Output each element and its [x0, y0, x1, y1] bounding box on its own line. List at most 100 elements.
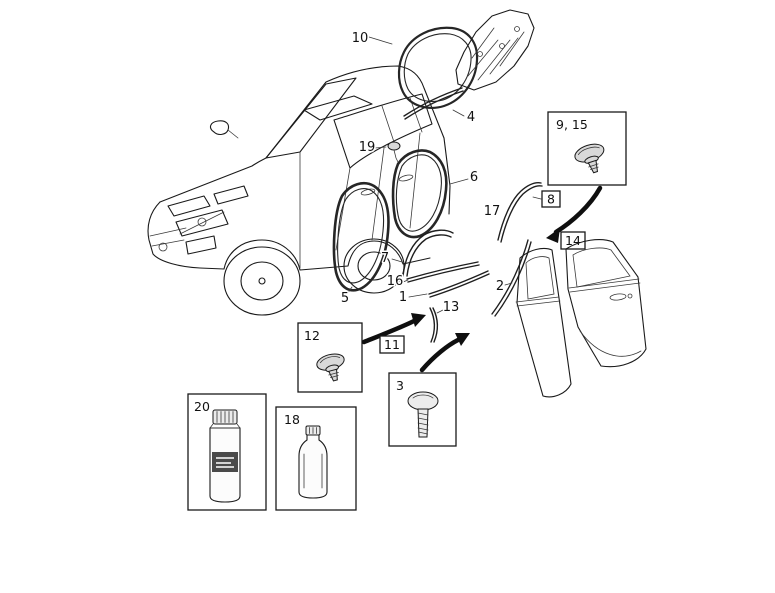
screw-highlight — [412, 394, 434, 399]
arrowhead — [411, 313, 426, 327]
front-wheel-rim — [240, 261, 284, 301]
callout-11: 11 — [379, 335, 405, 354]
rear-wheel-rim — [357, 251, 391, 281]
strip-line — [402, 229, 454, 277]
leader-1 — [408, 293, 428, 298]
side-mirror — [209, 120, 230, 135]
license-plate — [185, 235, 217, 255]
screw-shaft — [417, 408, 429, 438]
leader-16 — [402, 279, 409, 283]
callout-11-box — [379, 335, 405, 354]
car-lower — [223, 239, 431, 271]
c-pillar — [409, 97, 423, 133]
seal-outer — [391, 149, 448, 239]
part-label-4: 4 — [467, 110, 475, 125]
callout-14: 14 — [560, 231, 586, 250]
cap-ribs — [216, 411, 234, 423]
bottle-icon — [298, 425, 328, 499]
side-windows — [333, 93, 433, 169]
fog-light — [158, 242, 168, 252]
seal-outer — [332, 182, 390, 292]
part-10-tailgate-panel — [455, 9, 535, 91]
part-label-9-15: 9, 15 — [556, 117, 588, 132]
part-label-14: 14 — [565, 233, 581, 248]
part-1-belt-moulding — [408, 270, 490, 298]
part-17-window-frame-strip — [497, 182, 543, 243]
inset-12: 12 — [297, 322, 363, 393]
callout-8-box — [541, 190, 561, 208]
part-label-6: 6 — [470, 170, 478, 185]
door-seam-rear — [409, 132, 421, 229]
part-label-11: 11 — [384, 337, 400, 352]
strip-line — [429, 273, 490, 298]
door-window — [572, 247, 631, 288]
panel-hole — [477, 51, 483, 57]
part-label-17: 17 — [484, 204, 501, 219]
part-label-19: 19 — [359, 140, 376, 155]
part-13-strip — [429, 307, 444, 343]
strip-line — [406, 261, 479, 280]
leader-4 — [452, 109, 465, 117]
clip-barbs — [588, 163, 599, 170]
car-front — [147, 201, 225, 270]
clip-highlight — [577, 146, 600, 155]
bottle-contour — [303, 453, 323, 489]
inset-9-15: 9, 15 — [547, 111, 627, 186]
part-label-20: 20 — [194, 399, 210, 414]
door-seam-mid — [371, 147, 385, 241]
door-beltline — [568, 278, 641, 293]
leader-19 — [374, 146, 387, 149]
part-5-door-seal — [332, 182, 390, 295]
part-label-18: 18 — [284, 412, 300, 427]
screw-threads — [417, 412, 429, 435]
part-label-8: 8 — [547, 192, 555, 207]
part-label-3: 3 — [396, 378, 404, 393]
mirror-stem — [227, 129, 239, 139]
arrow-shaft — [553, 185, 603, 235]
b-pillar — [381, 105, 397, 149]
door-outline — [516, 247, 572, 398]
part-label-2: 2 — [496, 279, 504, 294]
leader-5 — [346, 286, 353, 295]
bottle-shoulder — [209, 423, 241, 429]
part-label-7: 7 — [381, 251, 389, 266]
strip-line — [403, 87, 463, 117]
leader-10 — [368, 36, 393, 45]
door-handle-rear — [398, 174, 414, 182]
part-label-10: 10 — [352, 31, 369, 46]
strip-line — [429, 307, 435, 343]
strip-line — [404, 90, 464, 120]
part-6-door-seal — [391, 149, 469, 239]
arrow-9-15 — [546, 185, 603, 243]
seal-inner — [395, 154, 442, 232]
part-label-1: 1 — [399, 290, 407, 305]
arrow-12 — [361, 313, 426, 345]
door-outline — [565, 239, 647, 368]
car-body-upper — [159, 65, 451, 215]
door-front — [515, 247, 572, 398]
part-4-strip — [403, 87, 465, 120]
car-illustration — [147, 65, 451, 316]
windshield — [265, 77, 357, 159]
seal-inner — [337, 188, 385, 284]
bottle-label-band — [212, 452, 238, 472]
panel-hole — [499, 43, 505, 49]
inset-3: 3 — [388, 372, 457, 447]
clip-highlight — [319, 356, 341, 364]
strip-line — [428, 270, 489, 295]
part-label-16: 16 — [387, 274, 404, 289]
strip-line — [500, 185, 543, 243]
door-handle — [609, 293, 627, 301]
callout-8: 8 — [532, 190, 561, 208]
bottle-label-lines — [216, 457, 234, 468]
door-lock — [627, 293, 633, 299]
bottle-body — [298, 434, 328, 499]
strip-line — [432, 307, 438, 343]
clip-shaft — [328, 368, 338, 382]
arrow-shaft — [419, 337, 461, 373]
leader-13 — [436, 309, 444, 314]
seal-outer — [397, 26, 479, 109]
leader-8 — [532, 196, 542, 200]
grille-emblem — [197, 217, 207, 227]
